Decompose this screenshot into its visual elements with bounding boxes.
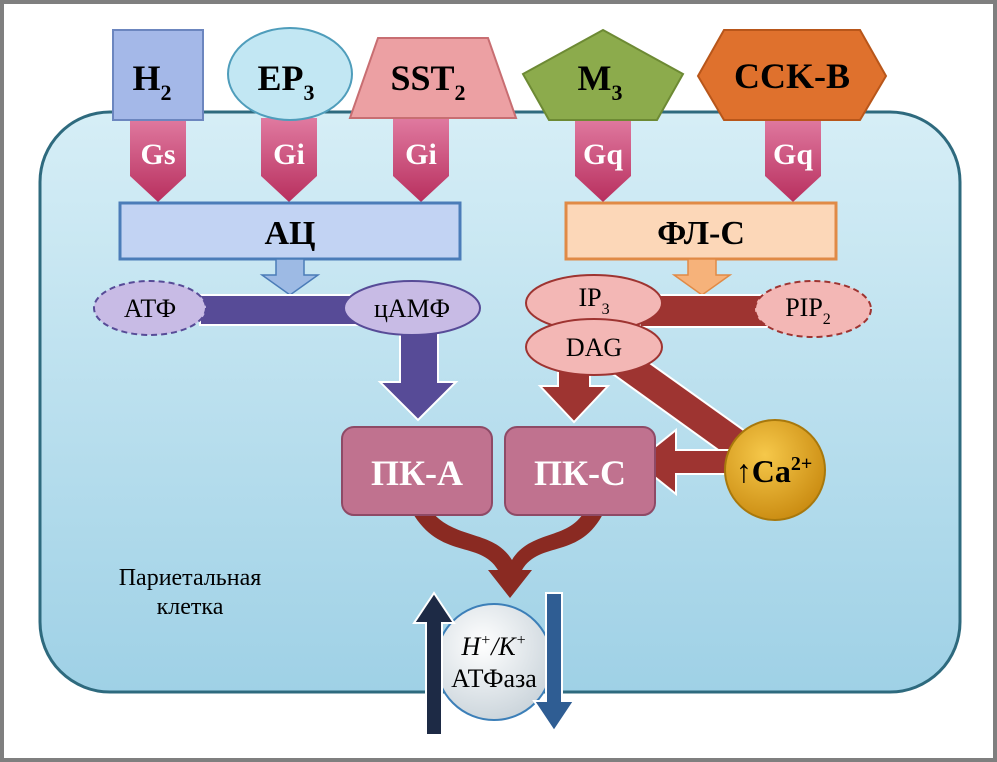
camp-label: цАМФ <box>374 294 450 323</box>
pump-ions-label: H+/K+ <box>461 632 527 661</box>
gq-label-m3: Gq <box>583 138 623 171</box>
pump-name: АТФаза <box>451 664 537 693</box>
h2-receptor <box>112 29 204 121</box>
cell-label-line1: Париетальная <box>119 565 262 591</box>
pump-h-charge: + <box>480 632 491 649</box>
ip3-label: IP3 <box>578 283 609 318</box>
cckb-receptor-label: CCK-B <box>734 56 850 96</box>
ep3-base: EP <box>257 58 303 98</box>
h2-sub: 2 <box>161 80 172 105</box>
pip2-base: PIP <box>785 293 823 322</box>
pka-box <box>341 426 493 516</box>
m3-receptor-label: M3 <box>578 58 623 105</box>
sst2-receptor <box>348 37 518 119</box>
ip3-base: IP <box>578 283 601 312</box>
h-efflux-arrow <box>412 591 456 736</box>
ep3-sub: 3 <box>304 80 315 105</box>
gs-arrow <box>130 118 186 202</box>
pka-label: ПК-А <box>371 453 463 493</box>
gq-arrow-cckb <box>765 118 821 202</box>
phospholipase-c-label: ФЛ-С <box>657 215 745 252</box>
dag-label: DAG <box>566 333 622 362</box>
sst2-sub: 2 <box>455 80 466 105</box>
gi-arrow-sst2 <box>393 118 449 202</box>
cell-label-line2: клетка <box>157 594 224 620</box>
ep3-receptor <box>227 27 353 121</box>
gs-label: Gs <box>140 138 175 171</box>
gq-label-cckb: Gq <box>773 138 813 171</box>
ip3-sub: 3 <box>602 301 610 318</box>
pump-slash: / <box>489 632 501 661</box>
atp-node <box>93 280 207 336</box>
h2-receptor-label: H2 <box>132 58 171 105</box>
sst2-receptor-label: SST2 <box>390 58 465 105</box>
plc-arrow <box>671 258 733 296</box>
gi-arrow-ep3 <box>261 118 317 202</box>
sst2-base: SST <box>390 58 454 98</box>
phospholipase-c <box>564 201 838 261</box>
k-influx-arrow <box>532 592 576 733</box>
camp-node <box>343 280 481 336</box>
gq-arrow-m3 <box>575 118 631 202</box>
ac-arrow <box>259 258 321 296</box>
pkc-label: ПК-С <box>534 453 626 493</box>
calcium-charge: 2+ <box>791 453 812 475</box>
dag-node <box>525 318 663 376</box>
pump-k: K <box>497 632 517 661</box>
pip2-label: PIP2 <box>785 293 831 328</box>
calcium-label: ↑Ca2+ <box>736 453 813 489</box>
calcium-up-arrow: ↑ <box>736 453 752 489</box>
m3-receptor <box>521 28 685 121</box>
pip2-node <box>754 280 872 338</box>
gi-label-ep3: Gi <box>273 138 305 171</box>
ep3-receptor-label: EP3 <box>257 58 314 105</box>
g-protein-arrows <box>130 118 821 202</box>
pump-k-charge: + <box>516 632 527 649</box>
h2-base: H <box>132 58 160 98</box>
m3-sub: 3 <box>611 80 622 105</box>
pump-h: H <box>461 632 482 661</box>
adenylate-cyclase-label: АЦ <box>265 215 316 252</box>
pkc-box <box>504 426 656 516</box>
kinases-to-pump-arrow <box>412 512 604 598</box>
atp-label: АТФ <box>124 294 176 323</box>
pip2-sub: 2 <box>823 311 831 328</box>
cckb-receptor <box>696 29 888 121</box>
m3-base: M <box>578 58 612 98</box>
calcium-base: Ca <box>752 453 791 489</box>
gi-label-sst2: Gi <box>405 138 437 171</box>
calcium-node <box>724 419 826 521</box>
